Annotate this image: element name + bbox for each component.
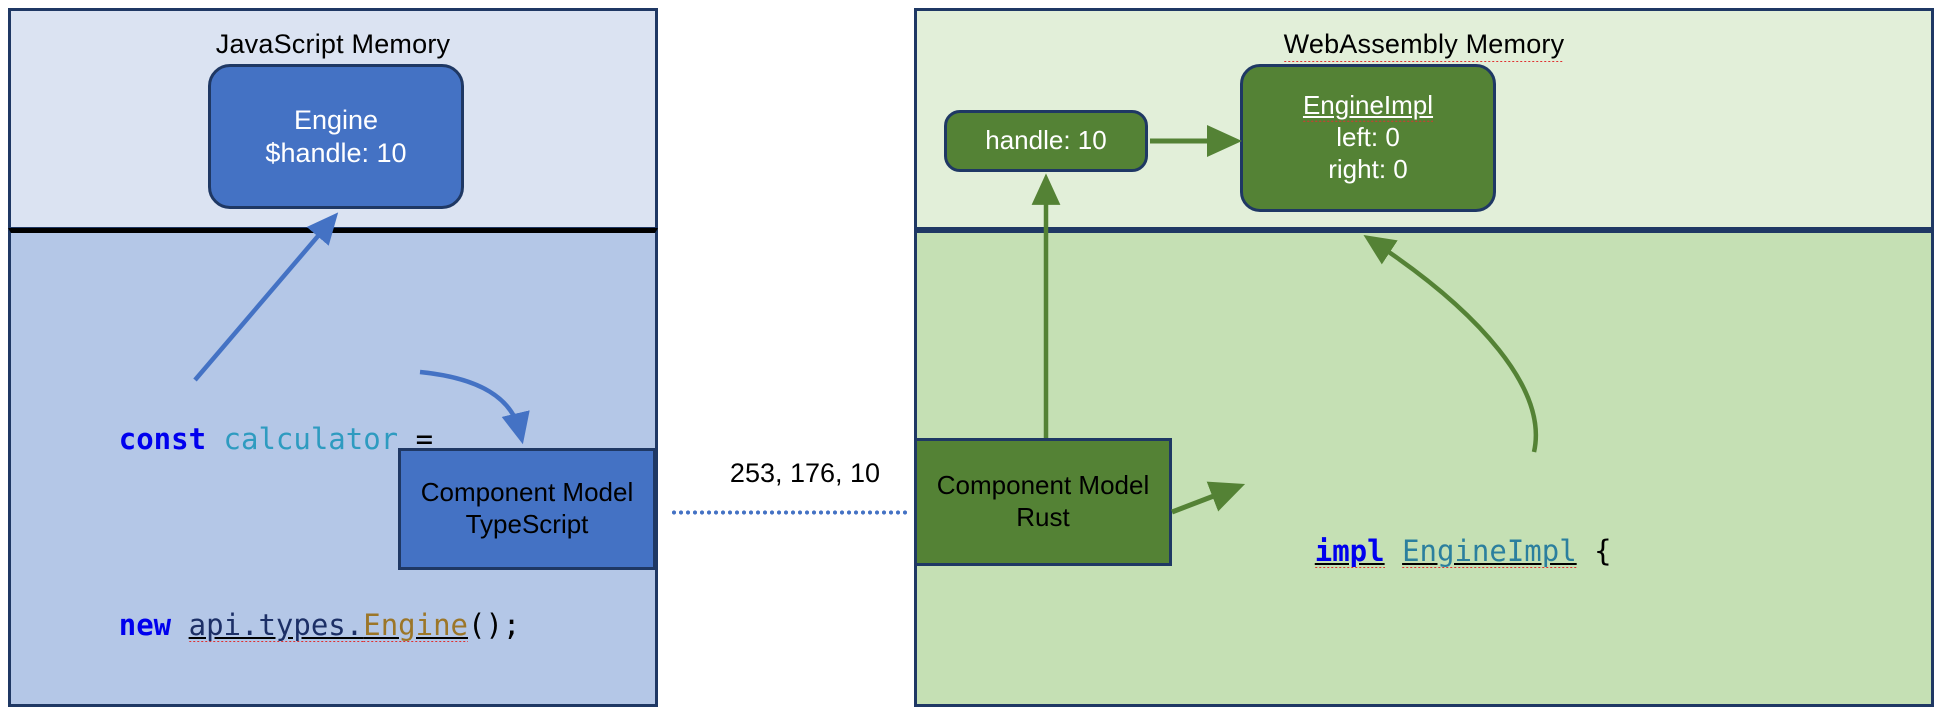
middle-dotted-line bbox=[672, 510, 910, 515]
js-token-const: const bbox=[118, 422, 207, 457]
wasm-memory-title-text: WebAssembly Memory bbox=[1283, 29, 1565, 62]
rust-token-brace-open: { bbox=[1576, 534, 1612, 569]
js-token-space-1 bbox=[206, 422, 223, 456]
wasm-memory-title: WebAssembly Memory bbox=[917, 29, 1931, 62]
engine-node[interactable]: Engine $handle: 10 bbox=[208, 64, 464, 209]
engine-node-title: Engine bbox=[293, 104, 379, 135]
rust-token-space-1 bbox=[1385, 534, 1402, 568]
cm-ts-line-1: Component Model bbox=[420, 477, 634, 508]
js-code-block: const calculator = new api.types.Engine(… bbox=[14, 310, 520, 715]
rust-code-line-2: fn new() → Self { bbox=[1210, 682, 1647, 715]
engine-impl-title: EngineImpl bbox=[1302, 90, 1434, 123]
rust-token-impl: impl bbox=[1314, 534, 1385, 569]
engine-impl-left: left: 0 bbox=[1336, 122, 1400, 153]
rust-code-block: impl EngineImpl { fn new() → Self { } } bbox=[1210, 422, 1647, 715]
engine-node-handle: $handle: 10 bbox=[265, 137, 407, 168]
cm-rust-line-2: Rust bbox=[1016, 502, 1070, 532]
js-token-space-2 bbox=[171, 608, 188, 642]
engine-impl-node[interactable]: EngineImpl left: 0 right: 0 bbox=[1240, 64, 1496, 212]
component-model-rust-node[interactable]: Component Model Rust bbox=[914, 438, 1172, 566]
engine-impl-right: right: 0 bbox=[1328, 153, 1408, 184]
js-code-line-1: const calculator = bbox=[14, 384, 520, 495]
js-token-namespace: api.types. bbox=[188, 607, 364, 642]
js-token-new: new bbox=[118, 607, 172, 642]
js-memory-title: JavaScript Memory bbox=[215, 29, 451, 59]
component-model-typescript-node[interactable]: Component Model TypeScript bbox=[398, 448, 656, 570]
js-token-engine: Engine bbox=[363, 607, 468, 642]
rust-token-engineimpl: EngineImpl bbox=[1402, 534, 1577, 569]
js-token-calculator: calculator bbox=[223, 422, 399, 457]
handle-node-label: handle: 10 bbox=[985, 125, 1107, 156]
js-code-line-2: new api.types.Engine(); bbox=[14, 570, 520, 681]
cm-ts-line-2: TypeScript bbox=[465, 509, 589, 539]
cm-rust-line-1: Component Model bbox=[936, 470, 1150, 501]
rust-code-line-1: impl EngineImpl { bbox=[1210, 496, 1647, 607]
handle-node[interactable]: handle: 10 bbox=[944, 110, 1148, 172]
middle-caption: 253, 176, 10 bbox=[729, 458, 881, 488]
js-token-parens: (); bbox=[468, 607, 521, 642]
